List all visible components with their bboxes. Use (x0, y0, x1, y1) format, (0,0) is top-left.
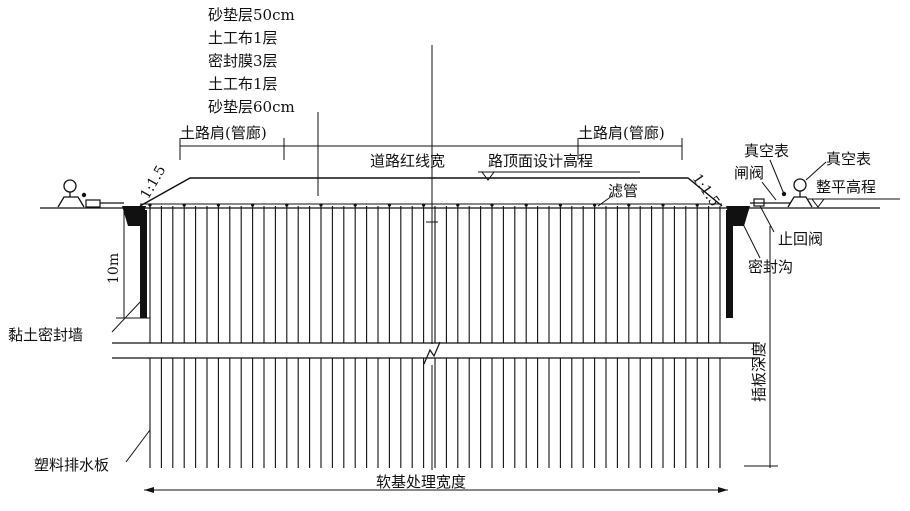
leader-check-valve (759, 205, 775, 233)
filter-pipe-dot (182, 203, 186, 207)
filter-pipe-dots (148, 203, 699, 207)
filter-pipe-label: 滤管 (608, 182, 638, 200)
board-insertion-depth-label: 插板深度 (750, 342, 768, 402)
pavement-elevation-marker (481, 171, 495, 181)
leader-gate-valve (761, 181, 777, 201)
leveling-elevation-marker (811, 198, 825, 208)
filter-pipe-dot (558, 203, 563, 207)
sealing-trench-left (122, 206, 146, 226)
filter-pipe-dot (456, 203, 460, 207)
filter-pipe-dot (387, 203, 391, 207)
plastic-drain-boards (149, 206, 721, 468)
gate-valve-label: 闸阀 (734, 164, 764, 182)
layer-label-1: 砂垫层50cm (208, 6, 295, 24)
filter-pipe-dot (216, 203, 220, 207)
filter-pipe-dot (422, 203, 426, 207)
filter-pipe-dot (661, 203, 665, 207)
clay-sealing-wall-label: 黏土密封墙 (8, 326, 83, 344)
filter-pipe-dot (593, 203, 597, 207)
filter-pipe-dot (319, 203, 323, 207)
filter-pipe-dot (524, 203, 528, 207)
shoulder-left-label: 土路肩(管廊) (180, 124, 267, 142)
break-symbol (423, 341, 441, 365)
layer-label-3: 密封膜3层 (208, 52, 278, 70)
vacuum-gauge-label-1: 真空表 (744, 142, 789, 160)
leveling-elevation-label: 整平高程 (816, 178, 876, 196)
sealing-trench-label: 密封沟 (748, 258, 793, 276)
layer-label-2: 土工布1层 (208, 29, 278, 47)
pavement-design-elevation-label: 路顶面设计高程 (488, 152, 593, 170)
leader-vacuum-gauge-2 (805, 161, 827, 181)
vacuum-gauge-label-2: 真空表 (826, 150, 871, 168)
leader-clay-wall (111, 299, 143, 333)
layer-label-4: 土工布1层 (208, 75, 278, 93)
soft-width-arrow-left (144, 487, 154, 493)
depth-10m-label: 10m (106, 253, 122, 284)
filter-pipe-dot (695, 203, 699, 207)
road-red-line-width-label: 道路红线宽 (370, 152, 445, 170)
clay-sealing-wall-left (140, 210, 147, 318)
filter-pipe-dot (627, 203, 631, 207)
vacuum-pump-right (750, 178, 813, 208)
filter-pipe-dot (251, 203, 255, 207)
sealing-trench-right (726, 206, 750, 226)
filter-pipe-dot (353, 203, 357, 207)
filter-pipe-dot (285, 203, 289, 207)
vacuum-pump-left (57, 179, 124, 208)
soft-foundation-width-label: 软基处理宽度 (376, 473, 466, 491)
clay-sealing-wall-right (726, 210, 733, 318)
leader-filter-pipe (597, 195, 613, 207)
shoulder-right-label: 土路肩(管廊) (578, 124, 665, 142)
plastic-drain-board-label: 塑料排水板 (34, 456, 109, 474)
embankment-outline (139, 177, 723, 207)
filter-pipe-dot (148, 203, 152, 207)
layer-label-5: 砂垫层60cm (208, 98, 295, 116)
check-valve-label: 止回阀 (778, 230, 823, 248)
soft-width-arrow-right (718, 487, 728, 493)
filter-pipe-dot (490, 203, 494, 207)
leader-drain-board (125, 429, 151, 463)
slope-left-label: 1:1.5 (138, 163, 170, 202)
leader-vacuum-gauge-1 (769, 159, 785, 195)
cut-band-fill (140, 344, 724, 357)
leader-sealing-trench (739, 217, 761, 259)
